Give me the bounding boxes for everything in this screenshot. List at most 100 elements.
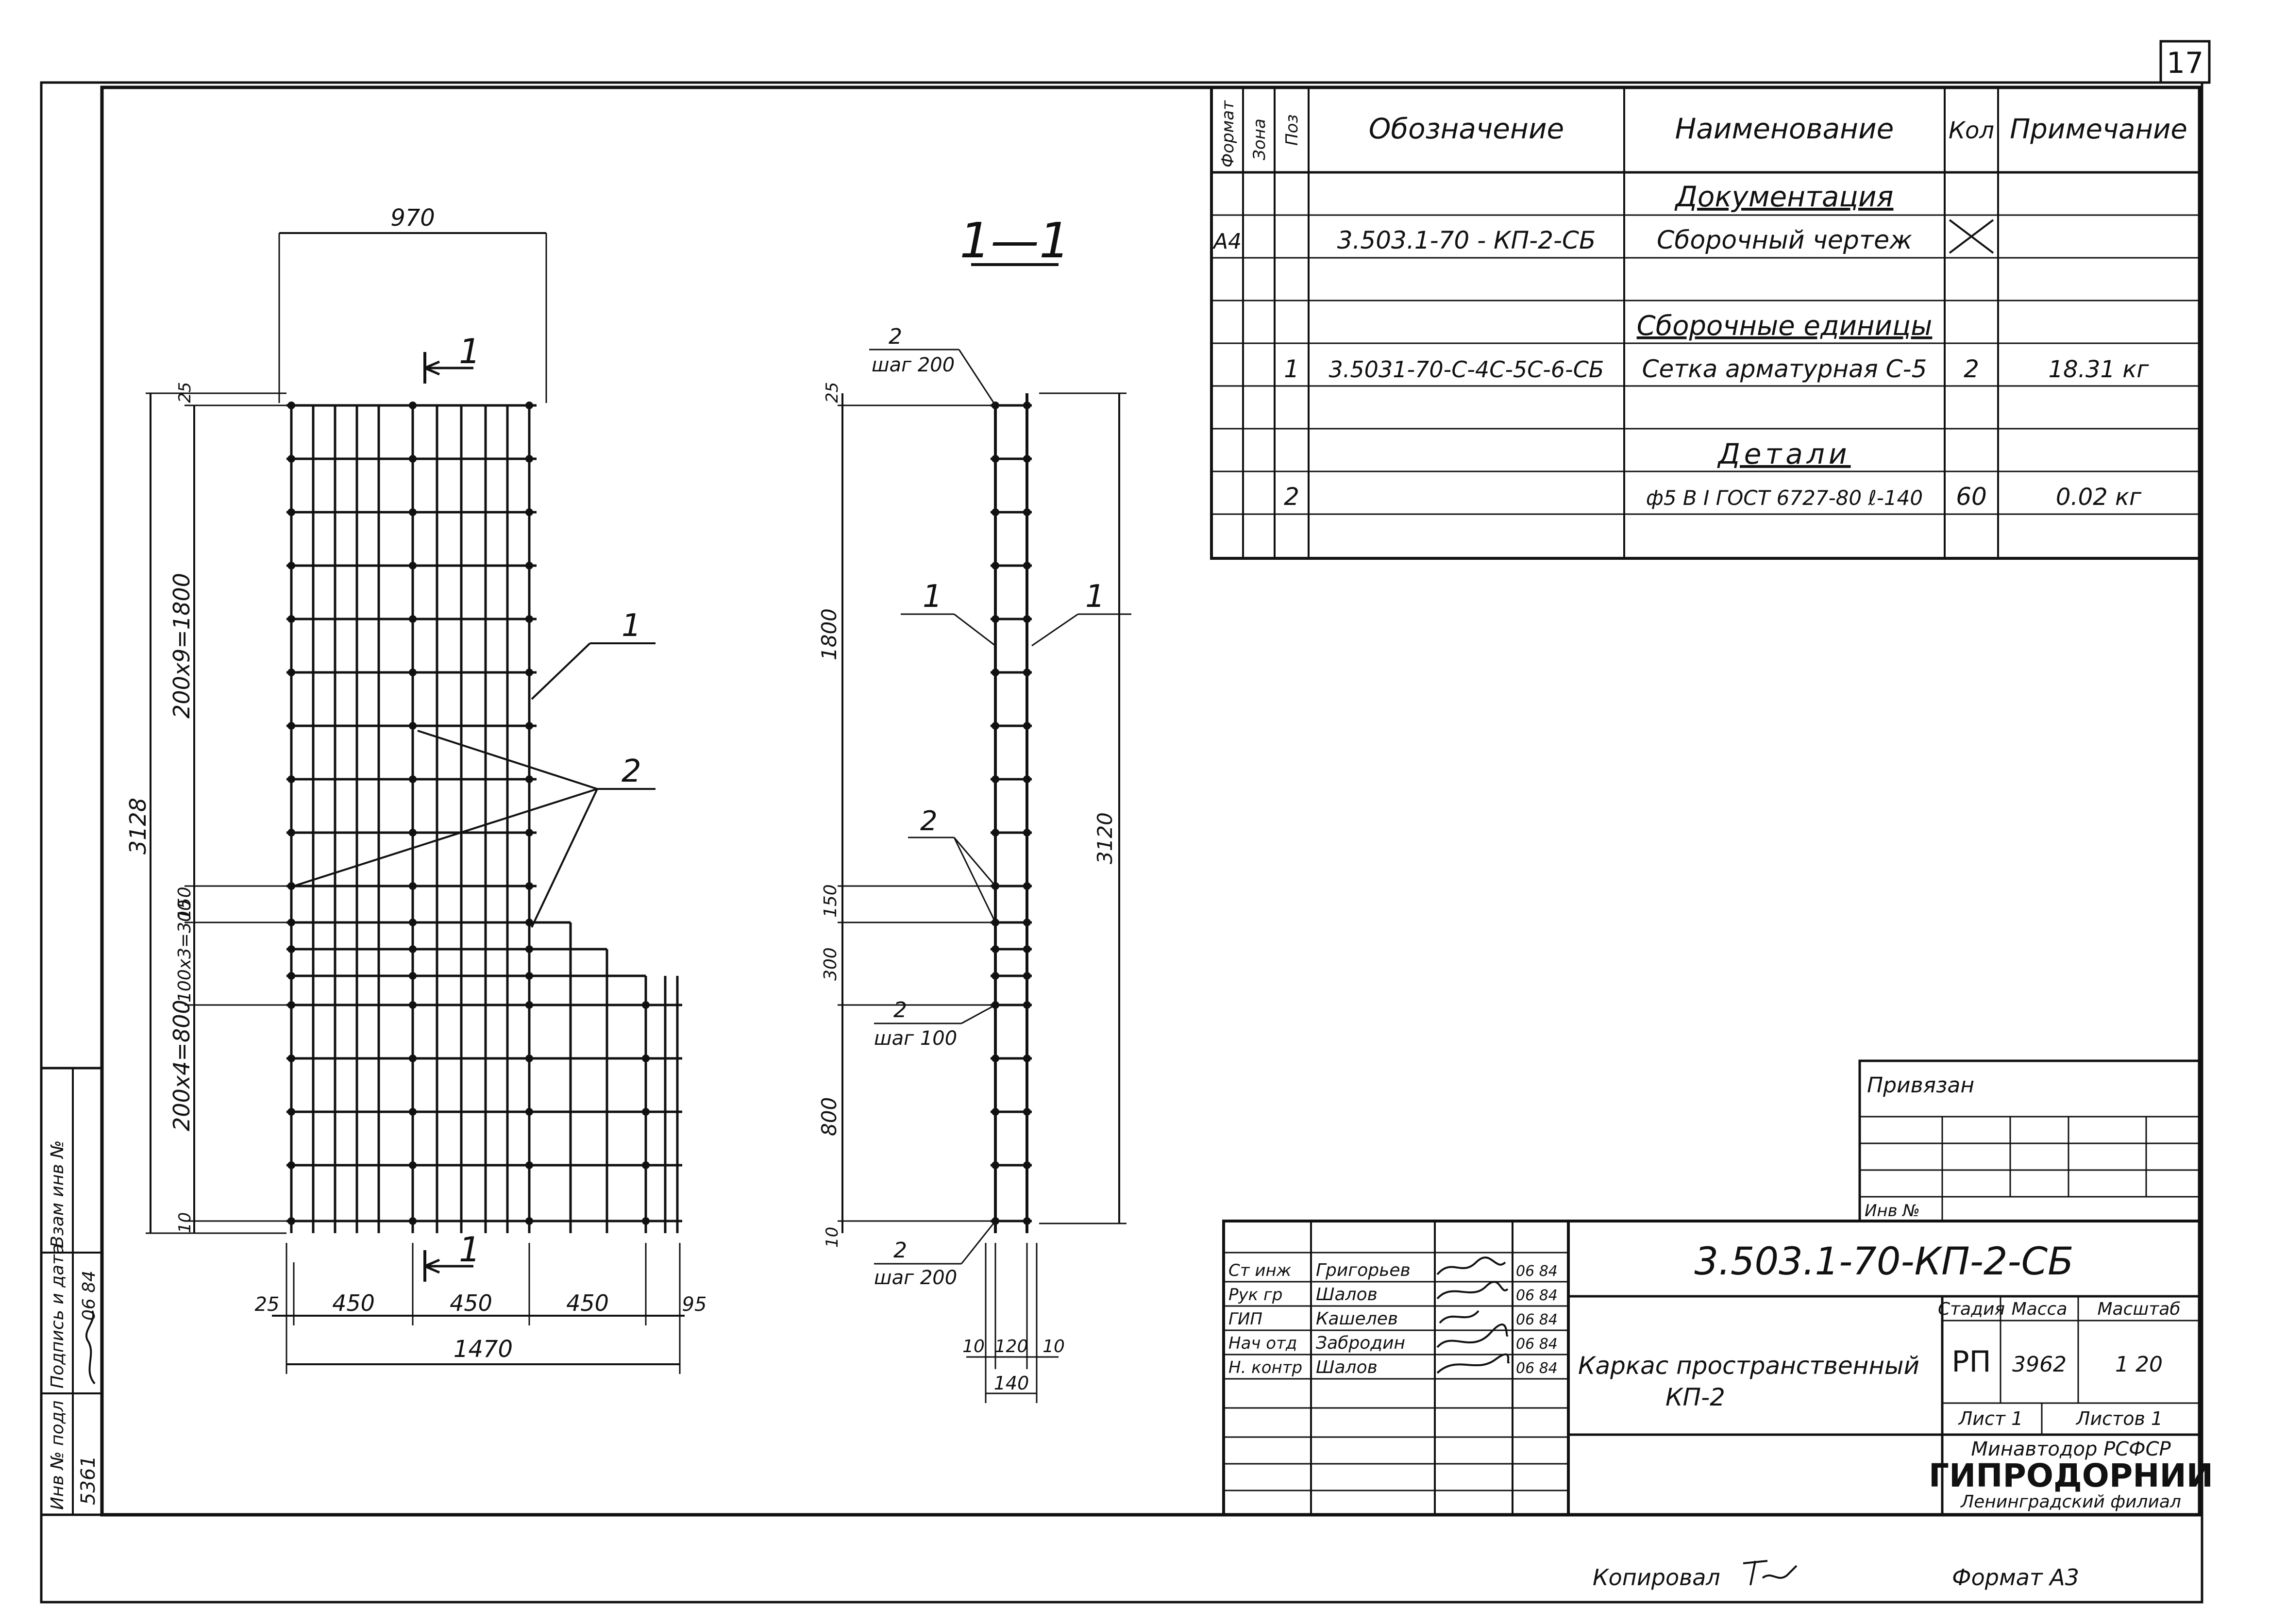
section-pos-label: 2 bbox=[893, 998, 907, 1022]
section-dim-10: 10 bbox=[823, 1227, 842, 1248]
section-dim-300: 300 bbox=[821, 947, 841, 981]
connector-dot bbox=[409, 1217, 417, 1225]
connector-dot bbox=[525, 455, 533, 463]
title-role-row: ГИП Кашелев 06 84 bbox=[1228, 1309, 1558, 1329]
section-bar-dot bbox=[992, 722, 999, 730]
dim-200x9: 200х9=1800 bbox=[168, 573, 195, 719]
connector-dot bbox=[287, 882, 295, 890]
section-bar-dot bbox=[1023, 455, 1031, 463]
title-role-row: Нач отд Забродин 06 84 bbox=[1228, 1333, 1558, 1353]
spec-header-qty: Кол bbox=[1949, 117, 1994, 144]
spec-row: Сборочные единицы bbox=[1637, 310, 1933, 342]
connector-dot bbox=[409, 829, 417, 837]
section-mark-top-label: 1 bbox=[459, 332, 481, 371]
section-leader-1-right: 1 bbox=[1085, 579, 1105, 615]
connector-dot bbox=[409, 972, 417, 980]
connector-dot bbox=[642, 1108, 650, 1116]
connector-dot bbox=[409, 669, 417, 676]
connector-dot bbox=[642, 1217, 650, 1225]
binding-block: Привязан Инв № bbox=[1858, 1059, 2201, 1222]
section-bar-dot bbox=[992, 1108, 999, 1116]
section-pos-label: 2 bbox=[920, 805, 938, 837]
binding-title: Привязан bbox=[1867, 1073, 1974, 1098]
section-bar-dot bbox=[992, 508, 999, 516]
section-bar-dot bbox=[992, 972, 999, 980]
title-role: Нач отд bbox=[1228, 1334, 1297, 1353]
sheet-footer: Копировал Формат А3 bbox=[1593, 1560, 2079, 1591]
section-step-100: шаг 100 bbox=[874, 1027, 957, 1050]
section-dim-right: 3120 bbox=[1039, 392, 1127, 1224]
title-role-date: 06 84 bbox=[1516, 1263, 1558, 1280]
section-bar-dot bbox=[1023, 829, 1031, 837]
connector-dot bbox=[525, 722, 533, 730]
section-dim-25: 25 bbox=[823, 382, 842, 403]
connector-dot bbox=[409, 882, 417, 890]
section-label-pos-middle: 2 bbox=[908, 805, 996, 923]
section-bar-dot bbox=[992, 775, 999, 783]
dim-10-bottom: 10 bbox=[175, 1212, 195, 1233]
connector-dot bbox=[409, 562, 417, 569]
connector-dot bbox=[287, 972, 295, 980]
spec-cell-name: Детали bbox=[1716, 437, 1850, 470]
spec-cell-name: Сборочные единицы bbox=[1637, 310, 1933, 342]
section-bar-dot bbox=[1023, 669, 1031, 676]
connector-dot bbox=[409, 919, 417, 926]
side-vzam-inv: Взам инв № bbox=[48, 1140, 67, 1248]
title-role-row: Ст инж Григорьев 06 84 bbox=[1228, 1260, 1558, 1280]
title-role: Н. контр bbox=[1228, 1358, 1302, 1377]
section-bar-dot bbox=[992, 455, 999, 463]
connector-dot bbox=[409, 455, 417, 463]
spec-cell-name: Сетка арматурная С-5 bbox=[1642, 355, 1927, 383]
section-bar-dot bbox=[992, 1055, 999, 1062]
connector-dot bbox=[409, 402, 417, 409]
title-role-row: Н. контр Шалов 06 84 bbox=[1228, 1357, 1558, 1377]
spec-cell-designation: 3.503.1-70 - КП-2-СБ bbox=[1337, 226, 1596, 254]
binding-inv-label: Инв № bbox=[1865, 1201, 1920, 1221]
spec-cell-qty: 2 bbox=[1964, 355, 1979, 383]
section-bar-dot bbox=[1023, 1001, 1031, 1009]
section-mark-top: 1 bbox=[423, 332, 481, 384]
title-object-name-2: КП-2 bbox=[1665, 1383, 1725, 1411]
connector-dot bbox=[287, 945, 295, 953]
connector-dot bbox=[287, 775, 295, 783]
section-dim-3120: 3120 bbox=[1093, 812, 1117, 864]
section-leader-1-left: 1 bbox=[923, 579, 942, 615]
section-label-step-bottom: 2 шаг 200 bbox=[874, 1221, 996, 1289]
leader-1: 1 bbox=[531, 608, 656, 700]
dim-bottom-450-b: 450 bbox=[450, 1290, 492, 1316]
spec-cell-crossed bbox=[1949, 219, 1994, 254]
title-sheets: Листов 1 bbox=[2075, 1408, 2163, 1429]
side-signature bbox=[85, 1310, 96, 1385]
title-role-name: Кашелев bbox=[1316, 1309, 1398, 1329]
dim-bottom-450-c: 450 bbox=[566, 1290, 609, 1316]
spec-cell-qty: 60 bbox=[1956, 483, 1987, 511]
title-role-date: 06 84 bbox=[1516, 1360, 1558, 1377]
connector-dot bbox=[287, 919, 295, 926]
section-label-step-100: 2 шаг 100 bbox=[874, 998, 996, 1050]
section-bar-dot bbox=[992, 615, 999, 623]
dim-1470: 1470 bbox=[454, 1336, 513, 1363]
section-label-step-top: 2 шаг 200 bbox=[869, 324, 996, 406]
section-bar-dot bbox=[1023, 1108, 1031, 1116]
title-role: Ст инж bbox=[1228, 1261, 1292, 1280]
connector-dot bbox=[525, 919, 533, 926]
footer-format: Формат А3 bbox=[1952, 1564, 2079, 1591]
dim-25-top: 25 bbox=[175, 382, 195, 403]
section-dim-left: 25 1800 150 300 800 10 bbox=[817, 382, 991, 1248]
section-leader-1: 1 1 bbox=[901, 579, 1131, 647]
connector-dot bbox=[525, 1108, 533, 1116]
leader-2: 2 bbox=[293, 730, 656, 928]
title-signatures bbox=[1436, 1256, 1510, 1374]
front-view: 970 1 1 25 200х9=1800 bbox=[125, 204, 706, 1374]
spec-cell-note: 18.31 кг bbox=[2049, 356, 2150, 383]
title-role-name: Григорьев bbox=[1316, 1260, 1411, 1280]
title-mass: 3962 bbox=[2012, 1352, 2067, 1377]
connector-dot bbox=[409, 1001, 417, 1009]
spec-cell-pos: 1 bbox=[1284, 355, 1299, 383]
spec-header-zone: Зона bbox=[1250, 118, 1269, 160]
spec-header-designation: Обозначение bbox=[1369, 112, 1564, 145]
section-step-200-bottom: шаг 200 bbox=[874, 1267, 957, 1289]
sheet-frame: 17 bbox=[40, 40, 2211, 1604]
title-object-name-1: Каркас пространственный bbox=[1578, 1352, 1919, 1380]
title-role-name: Шалов bbox=[1316, 1285, 1378, 1305]
